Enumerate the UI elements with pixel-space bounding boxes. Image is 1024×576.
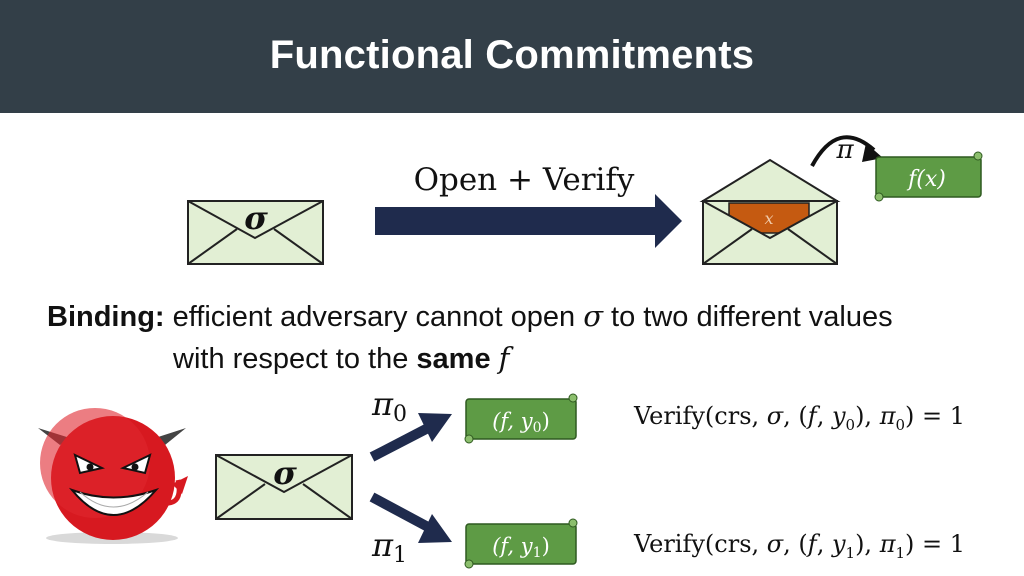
inner-letter-label: x [764, 209, 773, 228]
scroll-fy0-label: (f, y0) [492, 409, 550, 436]
verify1-y: y [831, 530, 846, 558]
verify0-part-a: Verify(crs, [634, 402, 767, 430]
binding-sigma: σ [583, 299, 603, 333]
verify0-f: f [807, 402, 817, 430]
closed-envelope-bottom-icon [215, 454, 353, 520]
verify1-part-e: ) = 1 [905, 530, 966, 558]
verify0-part-e: ) = 1 [905, 402, 966, 430]
verify1-pisub: 1 [895, 543, 906, 562]
verify0-y: y [831, 402, 846, 430]
verify0-pisub: 0 [895, 415, 906, 434]
scroll-fx-label: f(x) [906, 167, 946, 192]
verify-equation-1: Verify(crs, σ, (f, y1), π1) = 1 [634, 530, 965, 562]
proof-pi0: π0 [371, 385, 407, 427]
scroll-fy0-icon [464, 393, 578, 444]
verify0-pi: π [879, 402, 896, 430]
verify1-part-b: , ( [783, 530, 808, 558]
verify1-sigma: σ [766, 530, 784, 558]
proof-pi-top: π [835, 135, 854, 165]
closed-envelope-icon [187, 200, 324, 265]
verify0-ysub: 0 [845, 415, 856, 434]
binding-f: f [498, 341, 510, 375]
binding-term: Binding: [47, 301, 165, 333]
verify0-sigma: σ [766, 402, 784, 430]
verify1-part-a: Verify(crs, [634, 530, 767, 558]
open-envelope-icon: x [699, 158, 841, 265]
commitment-sigma-top: σ [244, 199, 268, 237]
binding-same: same [416, 343, 491, 375]
arrow-to-scroll1 [369, 492, 452, 543]
open-verify-arrow [375, 194, 682, 248]
scroll-fy1-label: (f, y1) [492, 534, 550, 561]
verify1-part-c: , [816, 530, 832, 558]
binding-text-1a: efficient adversary cannot open [172, 301, 584, 333]
binding-text-2a: with respect to the [173, 343, 417, 375]
binding-text-1b: to two different values [603, 301, 893, 333]
verify1-ysub: 1 [845, 543, 856, 562]
scroll-fy1-icon [464, 518, 578, 569]
devil-adversary-icon [38, 408, 188, 544]
commitment-sigma-bottom: σ [273, 454, 297, 492]
slide-header [0, 0, 1024, 113]
arrow-to-scroll0 [369, 413, 452, 462]
proof-pi1: π1 [371, 526, 407, 568]
open-verify-label: Open + Verify [414, 162, 635, 198]
verify0-part-b: , ( [783, 402, 808, 430]
scroll-fx-icon [874, 151, 983, 202]
verify1-part-d: ), [855, 530, 880, 558]
verify1-pi: π [879, 530, 896, 558]
binding-line2: with respect to the same f [173, 338, 509, 379]
verify0-part-c: , [816, 402, 832, 430]
verify1-f: f [807, 530, 817, 558]
verify0-part-d: ), [855, 402, 880, 430]
binding-line1: Binding: efficient adversary cannot open… [47, 296, 893, 337]
verify-equation-0: Verify(crs, σ, (f, y0), π0) = 1 [634, 402, 965, 434]
slide-title: Functional Commitments [269, 33, 755, 77]
